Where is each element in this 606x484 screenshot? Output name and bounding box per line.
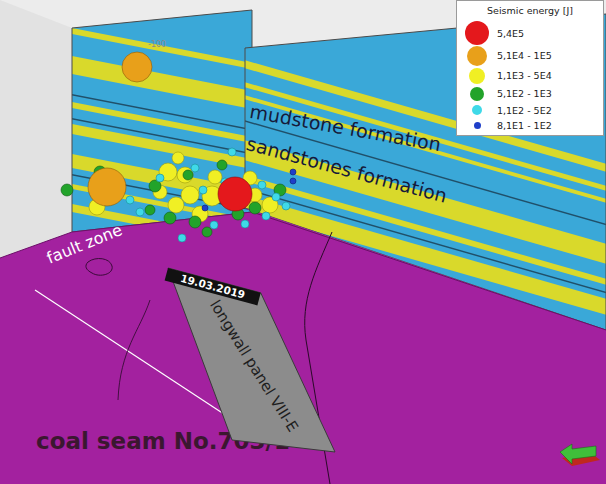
strata-wall <box>60 0 260 249</box>
axis-value: -100 <box>148 40 166 50</box>
legend-swatch <box>467 46 487 66</box>
legend-item: 5,1E4 - 1E5 <box>457 45 603 66</box>
legend-item: 1,1E3 - 5E4 <box>457 66 603 85</box>
legend-swatch-cell <box>457 21 497 45</box>
legend-item: 5,4E5 <box>457 21 603 45</box>
legend-text: 5,1E2 - 1E3 <box>497 88 552 99</box>
legend-swatch <box>469 68 485 84</box>
longwall-panel: longwall panel VIII-E19.03.2019 <box>160 262 345 462</box>
fault-line <box>118 300 150 400</box>
legend-text: 8,1E1 - 1E2 <box>497 120 552 131</box>
orientation-icon <box>560 444 600 466</box>
legend-swatch-cell <box>457 87 497 101</box>
legend-swatch-cell <box>457 46 497 66</box>
legend-item: 1,1E2 - 5E2 <box>457 102 603 118</box>
legend-swatch-cell <box>457 122 497 129</box>
legend-swatch <box>465 21 489 45</box>
legend-item: 8,1E1 - 1E2 <box>457 118 603 133</box>
legend-swatch-cell <box>457 105 497 115</box>
legend-box: Seismic energy [J] 5,4E5 5,1E4 - 1E5 1,1E3 … <box>456 0 604 136</box>
legend-swatch <box>474 122 481 129</box>
legend-swatch-cell <box>457 68 497 84</box>
side-wall <box>0 0 72 262</box>
legend-text: 1,1E2 - 5E2 <box>497 105 552 116</box>
legend-text: 5,1E4 - 1E5 <box>497 50 552 61</box>
legend-swatch <box>470 87 484 101</box>
legend-title: Seismic energy [J] <box>457 1 603 21</box>
legend-text: 5,4E5 <box>497 28 524 39</box>
legend-swatch <box>472 105 482 115</box>
seam-edge <box>0 212 606 330</box>
fault-outline <box>86 259 112 276</box>
coal-seam-surface <box>0 208 606 484</box>
wall-outline <box>72 10 252 232</box>
legend-item: 5,1E2 - 1E3 <box>457 85 603 102</box>
legend-text: 1,1E3 - 5E4 <box>497 70 552 81</box>
fault-label: fault zone <box>44 220 125 268</box>
